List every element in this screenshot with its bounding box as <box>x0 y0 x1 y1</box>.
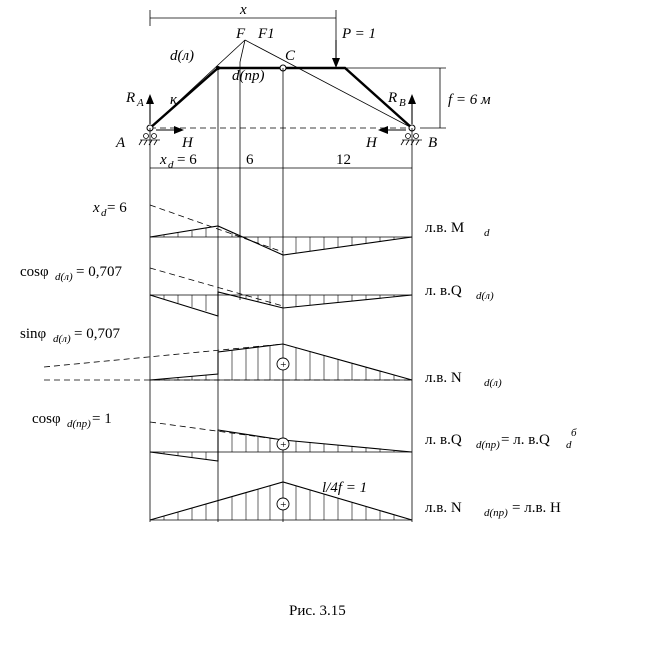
arch-outline <box>149 66 413 129</box>
k-label: к <box>170 92 178 108</box>
f-label: f = 6 м <box>448 92 491 108</box>
focus-F-label: F <box>235 26 246 42</box>
support-A-label: A <box>115 135 126 151</box>
influence-line-Md: x d = 6 л.в. M d <box>92 200 490 256</box>
Qdl-name-sub: d(л) <box>476 290 494 302</box>
influence-line-Ndl: + sinφ d(л) = 0,707 л.в. N d(л) <box>20 326 502 389</box>
H-right-label: H <box>365 135 378 151</box>
Md-name-sub: d <box>484 227 490 239</box>
xd6-label: x <box>92 200 100 216</box>
cos-right-value: = 1 <box>92 411 112 427</box>
Ndp-plus-circle <box>276 497 290 511</box>
vertical-reference-lines <box>149 62 413 522</box>
Qdp-name-sub: d(пр) <box>476 439 500 451</box>
sin-left-sub: d(л) <box>53 333 71 345</box>
Ndl-plus-sign: + <box>280 359 287 371</box>
Ndl-dashed <box>43 343 284 368</box>
Ndl-plus-circle <box>276 357 290 371</box>
support-B-label: B <box>428 135 437 151</box>
xd6-sub: d <box>101 207 107 219</box>
Ndp-name-sub: d(пр) <box>484 507 508 519</box>
xd-value: = 6 <box>177 152 197 168</box>
Ndl-name-sub: d(л) <box>484 377 502 389</box>
Qdp-eq-sup: б <box>571 427 577 439</box>
RB-sub: B <box>399 97 406 109</box>
focus-line-d <box>239 39 246 63</box>
xd-label: x <box>159 152 167 168</box>
Ndl-name: л.в. N <box>425 370 462 386</box>
Qdp-eq-sub: d <box>566 439 572 451</box>
focus-line-left <box>149 39 246 129</box>
reaction-RB-arrowhead <box>408 94 416 104</box>
figure-caption: Рис. 3.15 <box>289 603 346 619</box>
Qdp-line <box>149 429 413 462</box>
cos-left-sub: d(л) <box>55 271 73 283</box>
Qdp-eq: = л. в.Q <box>501 432 550 448</box>
reaction-RA-arrowhead <box>146 94 154 104</box>
Md-dashed <box>149 204 284 253</box>
section-dr-label: d(пр) <box>232 68 265 84</box>
RB-label: R <box>387 90 397 106</box>
influence-line-Qdl: cosφ d(л) = 0,707 л. в.Q d(л) <box>20 264 494 317</box>
Qdp-plus-circle <box>276 437 290 451</box>
Qdl-name: л. в.Q <box>425 283 462 299</box>
H-left-arrowhead <box>174 126 184 134</box>
H-left-label: H <box>181 135 194 151</box>
cos-left-label: cosφ <box>20 264 49 280</box>
Qdl-line <box>149 291 413 317</box>
RA-label: R <box>125 90 135 106</box>
l4f-label: l/4f = 1 <box>322 480 367 496</box>
xd6-value: = 6 <box>107 200 127 216</box>
hinge-C-label: C <box>285 48 296 64</box>
Ndp-line <box>149 481 413 521</box>
section-dl-label: d(л) <box>170 48 194 64</box>
Qdl-dashed <box>149 267 284 307</box>
Md-name: л.в. M <box>425 220 464 236</box>
cos-left-value: = 0,707 <box>76 264 122 280</box>
xd-sub: d <box>168 159 174 171</box>
segment-12-label: 12 <box>336 152 351 168</box>
arch-scheme: x P = 1 F F1 C d(л) d(пр) к R A R B <box>115 2 491 171</box>
H-right-arrowhead <box>378 126 388 134</box>
Ndl-line <box>149 343 413 381</box>
sin-left-value: = 0,707 <box>74 326 120 342</box>
cos-right-sub: d(пр) <box>67 418 91 430</box>
support-A <box>138 124 160 146</box>
cos-right-label: cosφ <box>32 411 61 427</box>
Md-line <box>149 225 413 256</box>
load-label: P = 1 <box>341 26 376 42</box>
influence-line-Qdp: + cosφ d(пр) = 1 л. в.Q d(пр) = л. в.Q d… <box>32 411 577 462</box>
sin-left-label: sinφ <box>20 326 47 342</box>
x-label: x <box>239 2 247 18</box>
Ndp-eq: = л.в. H <box>512 500 561 516</box>
focus-F1-label: F1 <box>257 26 275 42</box>
segment-6-label: 6 <box>246 152 254 168</box>
load-arrowhead <box>332 58 340 68</box>
Qdp-plus-sign: + <box>280 439 287 451</box>
RA-sub: A <box>136 97 144 109</box>
focus-line-right <box>244 39 413 129</box>
Qdp-name: л. в.Q <box>425 432 462 448</box>
influence-line-Ndp: + l/4f = 1 л.в. N d(пр) = л.в. H <box>149 480 561 521</box>
Ndp-plus-sign: + <box>280 499 287 511</box>
Ndp-name: л.в. N <box>425 500 462 516</box>
